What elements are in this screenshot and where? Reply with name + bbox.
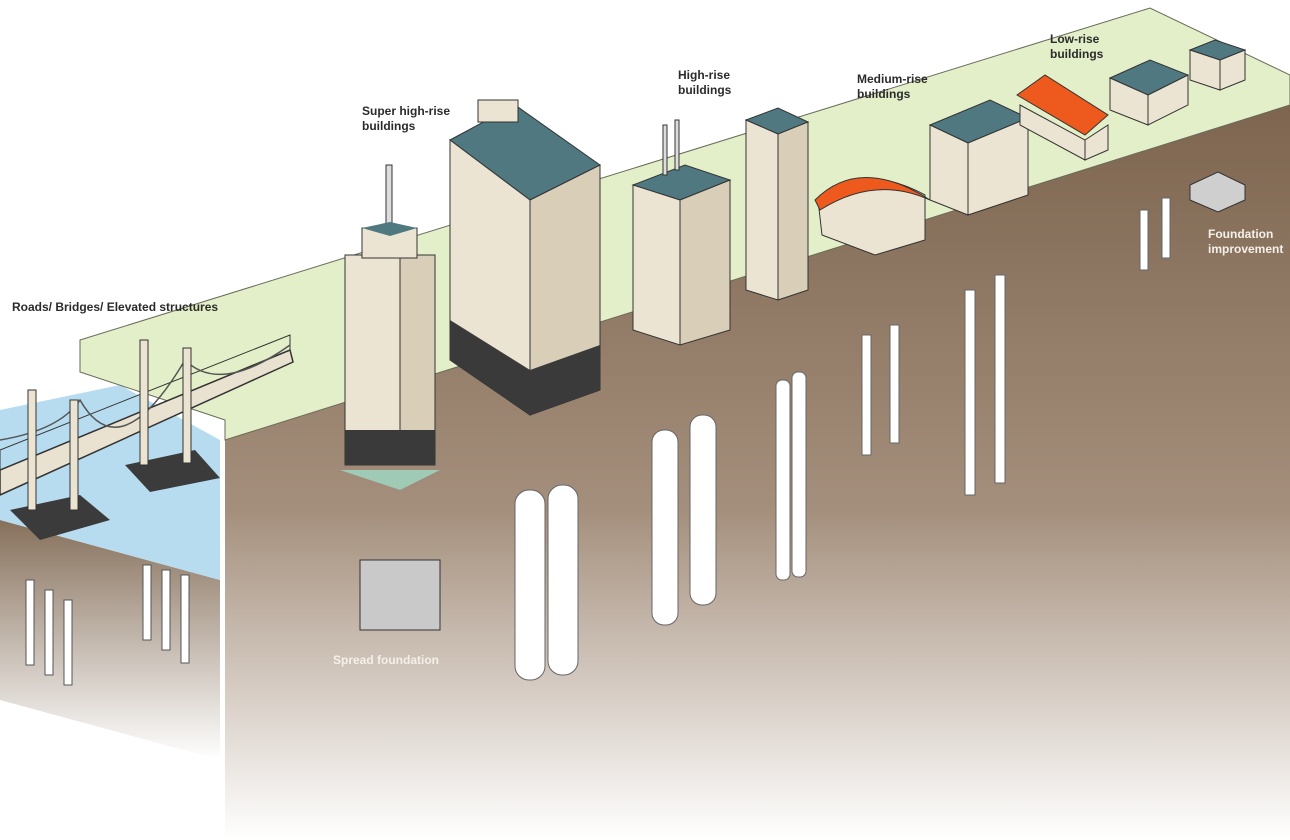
spread-foundation-block [359, 559, 441, 631]
label-line: buildings [362, 119, 416, 133]
label-line: buildings [678, 83, 732, 97]
super-high-rise-building-2 [449, 99, 601, 681]
soil-block [225, 105, 1290, 840]
suspension-bridge [0, 334, 294, 686]
foundation-improvement-block [1189, 171, 1246, 213]
label-super-high-rise: Super high-rise buildings [362, 104, 450, 134]
label-line: improvement [1208, 242, 1284, 256]
label-high-rise: High-rise buildings [678, 68, 731, 98]
medium-rise-building [928, 99, 1030, 496]
super-high-rise-building-1 [340, 164, 441, 631]
label-foundation-improvement: Foundation improvement [1208, 227, 1283, 257]
label-line: buildings [1050, 47, 1104, 61]
label-line: buildings [857, 87, 911, 101]
label-line: Medium-rise [857, 72, 928, 86]
medium-rise-warehouse [814, 177, 931, 456]
label-medium-rise: Medium-rise buildings [857, 72, 928, 102]
low-rise-shop [1188, 39, 1247, 213]
high-rise-building-2 [744, 107, 810, 581]
label-line: Super high-rise [362, 104, 451, 118]
label-line: High-rise [678, 68, 731, 82]
low-rise-building [1108, 59, 1190, 271]
low-rise-factory [1016, 74, 1109, 161]
label-low-rise: Low-rise buildings [1050, 32, 1103, 62]
high-rise-building-1 [631, 119, 732, 626]
label-line: Foundation [1208, 227, 1274, 241]
label-roads: Roads/ Bridges/ Elevated structures [12, 300, 219, 314]
label-spread-foundation: Spread foundation [333, 653, 439, 667]
label-line: Low-rise [1050, 32, 1100, 46]
